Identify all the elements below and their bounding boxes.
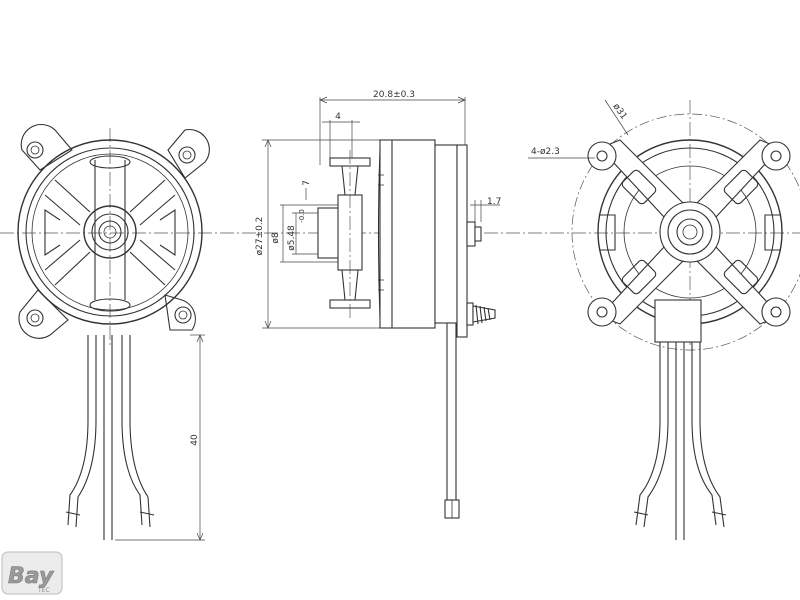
logo-text: Bay — [8, 564, 55, 589]
mount-plate — [456, 144, 468, 338]
mount-ear-top-right — [167, 128, 210, 179]
front-view-wires — [65, 335, 155, 540]
mount-holes-label: 4-ø2.3 — [531, 147, 560, 157]
mount-ear-bottom-right — [164, 294, 196, 331]
prop-adapter-label: 1.7 — [487, 197, 501, 207]
mount-screw — [466, 302, 496, 326]
shaft-tolerance-label: -0.0 — [298, 209, 306, 223]
mount-hole-tl — [596, 150, 608, 162]
body-diameter-label: ø27±0.2 — [255, 217, 265, 256]
bolt-circle-label: ø31 — [611, 102, 629, 122]
bolt-circle-leader — [604, 99, 629, 136]
stator-mount — [434, 144, 458, 324]
shaft-length-label: 7 — [302, 180, 312, 186]
rear-view-wires — [633, 342, 727, 540]
baytec-logo: Bay TEC — [1, 551, 63, 595]
bolt-circle — [571, 113, 800, 351]
mount-ear-top-left — [20, 123, 73, 171]
overall-length-label: 20.8±0.3 — [373, 90, 415, 100]
front-view: 40 — [17, 123, 210, 541]
mount-hole-bl — [596, 306, 608, 318]
mount-hole-br — [770, 306, 782, 318]
flange-offset-label: 4 — [335, 112, 341, 122]
logo-subtext: TEC — [37, 587, 50, 594]
mount-hole-tr — [770, 150, 782, 162]
rear-view: ø31 4-ø2.3 — [528, 99, 800, 540]
mount-ear-bottom-left — [18, 289, 69, 339]
hub-diameter-label: ø8 — [271, 232, 281, 244]
lead-length-label: 40 — [190, 434, 200, 446]
side-view: 20.8±0.3 4 ø27±0.2 ø8 ø5.48 -0.0 7 — [255, 90, 501, 519]
rotor-bell — [379, 139, 436, 329]
shaft-diameter-label: ø5.48 — [287, 225, 297, 251]
